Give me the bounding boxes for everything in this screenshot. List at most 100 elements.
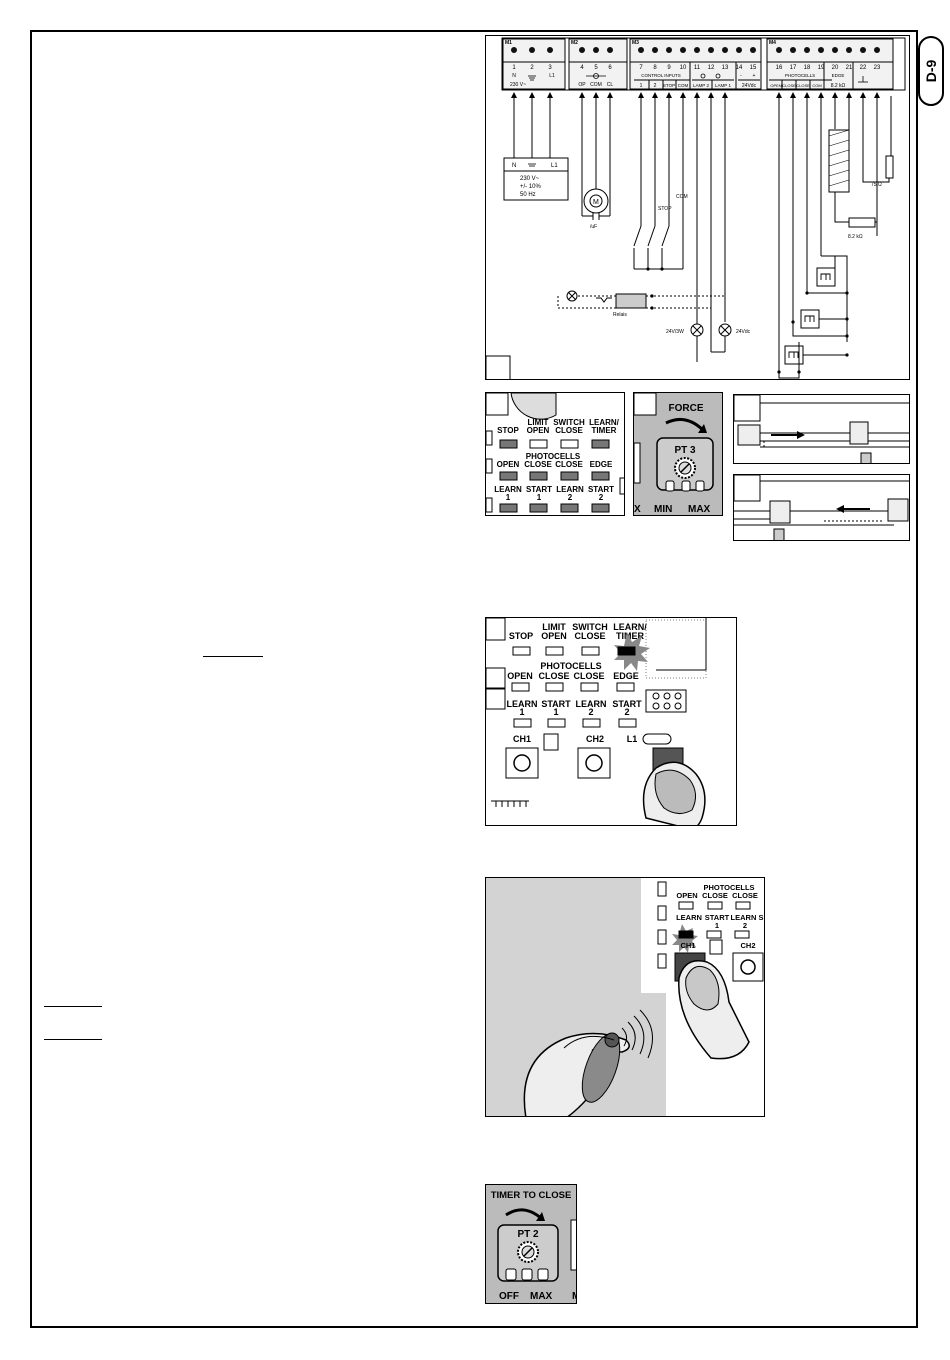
resistor-label: 8.2 kΩ xyxy=(848,234,863,240)
label-photocells: PHOTOCELLS xyxy=(540,661,601,671)
terminal-number: 21 xyxy=(846,65,853,71)
page-frame xyxy=(30,30,918,1328)
terminal-label: + xyxy=(753,73,756,79)
label-start-1: START xyxy=(541,699,571,709)
supply-frequency: 50 Hz xyxy=(520,192,536,198)
limit-switch-open-figure xyxy=(733,394,910,464)
resistor-label: 75 Ω xyxy=(871,182,882,188)
label-stop: STOP xyxy=(497,426,519,435)
label-1: 1 xyxy=(519,707,524,717)
label-learn: LEARN/ xyxy=(589,418,620,427)
terminal-number: 1 xyxy=(512,65,516,71)
label-timer: TIMER xyxy=(592,426,617,435)
terminal-number: 3 xyxy=(548,65,552,71)
learn-timer-led xyxy=(617,646,636,656)
page-number-badge: D-9 xyxy=(918,36,944,106)
label-edge: EDGE xyxy=(590,460,613,469)
timer-to-close-panel: TIMER TO CLOSE PT 2 OFF MAX M xyxy=(485,1184,577,1304)
dip-switch-panel: STOP LIMIT OPEN SWITCH CLOSE LEARN/ TIME… xyxy=(485,392,625,516)
timer-max-label: MAX xyxy=(530,1291,553,1302)
block-label-m1: M1 xyxy=(505,40,512,46)
label-close: CLOSE xyxy=(732,891,758,900)
label-ch2: CH2 xyxy=(586,734,604,744)
learn-led xyxy=(678,930,694,939)
label-edge: EDGE xyxy=(613,671,639,681)
label-start: START xyxy=(705,913,730,922)
terminal-label: CLOSE xyxy=(796,83,810,88)
label-limit: LIMIT xyxy=(528,418,549,427)
terminal-number: 11 xyxy=(694,65,701,71)
terminal-label: CL xyxy=(607,82,614,88)
label-2: 2 xyxy=(568,493,573,502)
force-max-label: MAX xyxy=(688,504,711,515)
label-learn-1: LEARN xyxy=(507,699,538,709)
terminal-label: COM xyxy=(812,83,821,88)
label-ch2: CH2 xyxy=(740,941,755,950)
terminal-number: 4 xyxy=(580,65,584,71)
timer-pot-label: PT 2 xyxy=(517,1229,539,1240)
label-2: 2 xyxy=(624,707,629,717)
timer-off-label: OFF xyxy=(499,1291,519,1302)
terminal-label: OPEN xyxy=(770,83,781,88)
label-close: CLOSE xyxy=(555,426,583,435)
label-learn-1: LEARN xyxy=(494,485,522,494)
terminal-label: N xyxy=(512,73,516,79)
terminal-label: CLOSE xyxy=(782,83,796,88)
label-2: 2 xyxy=(599,493,604,502)
label-close: CLOSE xyxy=(573,671,604,681)
com-label: COM xyxy=(676,194,688,200)
svg-text:M: M xyxy=(593,199,599,206)
label-close: CLOSE xyxy=(702,891,728,900)
wiring-diagram: M1 M2 M3 M4 1 2 3 4 5 6 7 8 9 10 11 12 1… xyxy=(485,35,910,380)
terminal-number: 19 xyxy=(818,65,825,71)
label-learn-s: LEARN S xyxy=(731,913,764,922)
label-switch: SWITCH xyxy=(553,418,585,427)
label-close: CLOSE xyxy=(574,631,605,641)
terminal-label: EDGE xyxy=(832,73,845,78)
text-underline xyxy=(44,1006,102,1007)
terminal-number: 22 xyxy=(860,65,867,71)
timer-right-label: M xyxy=(572,1291,577,1302)
force-potentiometer-panel: FORCE PT 3 X MIN MAX xyxy=(633,392,723,516)
terminal-label: 8.2 kΩ xyxy=(831,83,846,89)
label-stop: STOP xyxy=(509,631,533,641)
timer-title: TIMER TO CLOSE xyxy=(491,1190,572,1201)
label-ch1: CH1 xyxy=(513,734,531,744)
relay-label: Relais xyxy=(613,312,627,318)
terminal-number: 7 xyxy=(639,65,643,71)
block-label-m3: M3 xyxy=(632,40,639,46)
label-close: CLOSE xyxy=(538,671,569,681)
force-left-label: X xyxy=(634,504,641,515)
terminal-number: 2 xyxy=(530,65,534,71)
label-start-2: START xyxy=(588,485,614,494)
terminal-number: 8 xyxy=(653,65,657,71)
label-l1: L1 xyxy=(627,734,638,744)
label-learn-2: LEARN xyxy=(556,485,584,494)
lamp-label: 24V/3W xyxy=(666,329,684,335)
supply-tolerance: +/- 10% xyxy=(520,184,542,190)
label-open: OPEN xyxy=(527,426,550,435)
label-ch1: CH1 xyxy=(680,941,695,950)
terminal-label: 24Vdc xyxy=(742,83,757,89)
label-learn-2: LEARN xyxy=(576,699,607,709)
text-underline xyxy=(44,1039,102,1040)
terminal-label: COM xyxy=(590,82,602,88)
label-start-2: START xyxy=(612,699,642,709)
force-title: FORCE xyxy=(669,403,704,414)
label-open: OPEN xyxy=(497,460,520,469)
label-2: 2 xyxy=(588,707,593,717)
label-close: CLOSE xyxy=(524,460,552,469)
terminal-number: 20 xyxy=(832,65,839,71)
terminal-label: 230 V~ xyxy=(510,82,526,88)
limit-switch-close-figure xyxy=(733,474,910,541)
terminal-number: 18 xyxy=(804,65,811,71)
terminal-label: 2 xyxy=(654,83,657,89)
label-photocells: PHOTOCELLS xyxy=(703,883,754,892)
force-min-label: MIN xyxy=(654,504,672,515)
terminal-label: LAMP 1 xyxy=(715,83,731,88)
lamp-label: 24Vdc xyxy=(736,329,751,335)
terminal-label: OP xyxy=(578,82,586,88)
label-learn: LEARN/ xyxy=(613,622,647,632)
